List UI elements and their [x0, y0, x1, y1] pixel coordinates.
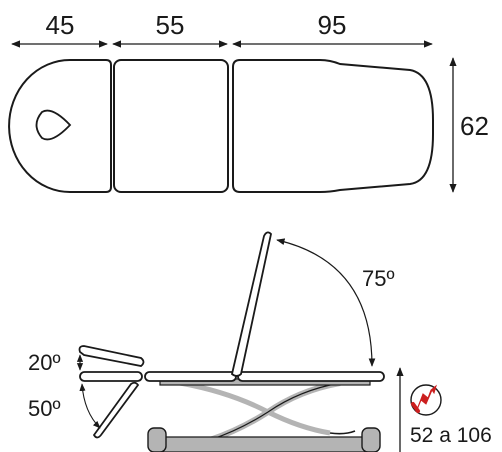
side-view: 75º 20º 50º 52 a 106	[28, 231, 492, 452]
base-leg-left	[147, 427, 167, 452]
face-hole	[35, 109, 72, 141]
head-down-angle-label: 50º	[28, 396, 61, 421]
top-view: 45 55 95 62	[8, 10, 489, 193]
dim-label-back-section: 95	[318, 10, 347, 40]
dim-label-middle-section: 55	[156, 10, 185, 40]
head-down-angle-arc	[79, 383, 101, 429]
backrest-raised	[230, 231, 272, 377]
dim-label-head-section: 45	[46, 10, 75, 40]
leg-section-side	[237, 371, 385, 382]
dim-label-width: 62	[460, 111, 489, 141]
head-up-angle-label: 20º	[28, 350, 61, 375]
electric-motor-icon	[410, 384, 442, 416]
base-leg-right	[361, 427, 381, 452]
base-bar	[159, 436, 369, 452]
head-section-up	[78, 345, 145, 367]
seat-section-side	[144, 371, 237, 382]
backrest-angle-label: 75º	[362, 266, 395, 291]
middle-section-top	[113, 59, 229, 193]
back-section-top	[232, 59, 434, 193]
head-section-down	[92, 381, 140, 439]
backrest-angle-arc	[276, 238, 376, 367]
head-section-level	[79, 371, 143, 382]
height-range-label: 52 a 106	[410, 424, 492, 447]
